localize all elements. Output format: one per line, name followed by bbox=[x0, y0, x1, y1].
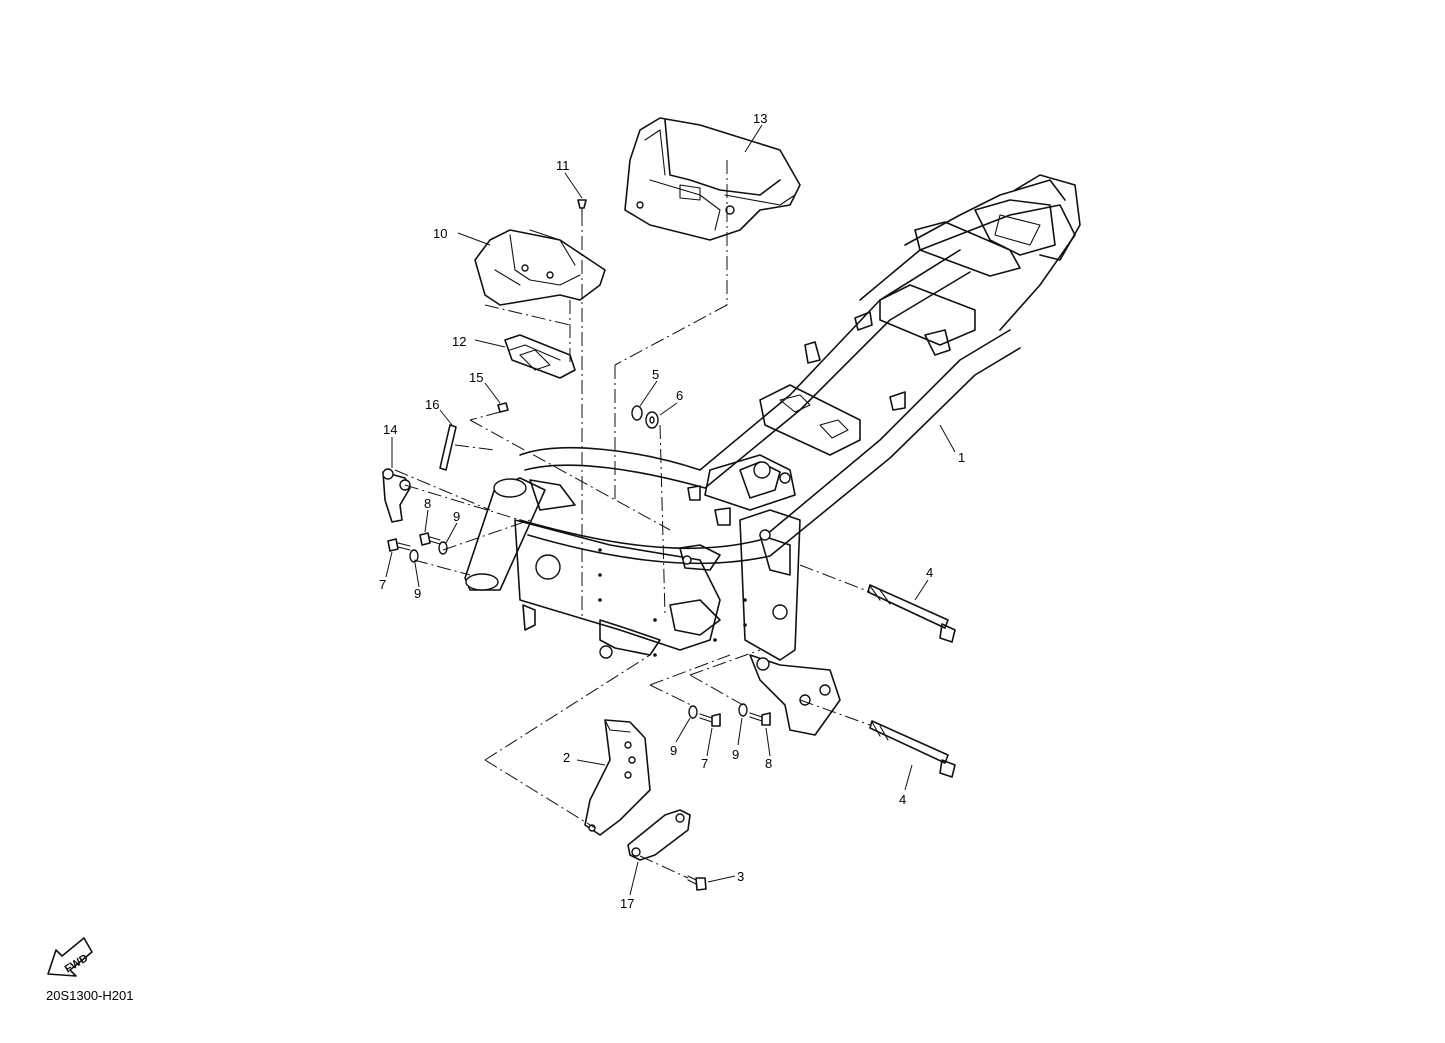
part-8-bolt-bottom bbox=[749, 712, 771, 726]
part-9-washer-bottom-right bbox=[738, 703, 748, 717]
callout-8-left: 8 bbox=[424, 496, 431, 511]
part-7-bolt-bottom bbox=[699, 713, 721, 727]
callout-1: 1 bbox=[958, 450, 965, 465]
callout-17: 17 bbox=[620, 896, 634, 911]
callout-4-upper: 4 bbox=[926, 565, 933, 580]
part-9-washer-bottom-left bbox=[688, 705, 698, 719]
part-3-bolt bbox=[687, 875, 707, 891]
callout-9-lower-left: 9 bbox=[414, 586, 421, 601]
callout-8-bottom: 8 bbox=[765, 756, 772, 771]
callout-15: 15 bbox=[469, 370, 483, 385]
diagram-code: 20S1300-H201 bbox=[46, 988, 134, 1003]
part-9-washer-lower-left bbox=[409, 549, 419, 563]
part-8-bolt-left bbox=[419, 532, 441, 546]
callout-9-upper-left: 9 bbox=[453, 509, 460, 524]
part-15-bolt bbox=[497, 402, 509, 413]
part-9-washer-upper-left bbox=[438, 541, 448, 555]
part-10-front-cover bbox=[474, 229, 606, 306]
part-2-bracket-plate bbox=[584, 719, 651, 836]
callout-3: 3 bbox=[737, 869, 744, 884]
callout-2: 2 bbox=[563, 750, 570, 765]
part-4-bolt-lower bbox=[869, 720, 956, 778]
callout-9-bottom-right: 9 bbox=[732, 747, 739, 762]
callout-10: 10 bbox=[433, 226, 447, 241]
part-12-bracket bbox=[504, 334, 576, 379]
callout-11: 11 bbox=[556, 158, 570, 173]
part-16-strip bbox=[439, 424, 457, 471]
part-13-rear-cover bbox=[624, 117, 801, 241]
callout-12: 12 bbox=[452, 334, 466, 349]
callout-14: 14 bbox=[383, 422, 397, 437]
callout-7-bottom: 7 bbox=[701, 756, 708, 771]
part-4-bolt-upper bbox=[867, 584, 956, 643]
callout-4-lower: 4 bbox=[899, 792, 906, 807]
part-14-bracket bbox=[382, 468, 411, 523]
fwd-arrow-icon: FWD bbox=[47, 937, 93, 977]
callout-5: 5 bbox=[652, 367, 659, 382]
callout-labels: 1 2 3 4 4 5 6 7 7 8 8 9 9 9 9 10 11 12 1… bbox=[379, 111, 965, 911]
main-frame bbox=[464, 174, 1081, 736]
part-17-bracket bbox=[627, 809, 691, 861]
callout-9-bottom-left: 9 bbox=[670, 743, 677, 758]
callout-7-left: 7 bbox=[379, 577, 386, 592]
callout-13: 13 bbox=[753, 111, 767, 126]
assembly-lines bbox=[394, 160, 871, 879]
part-11-clip bbox=[577, 199, 587, 213]
part-7-bolt-left bbox=[387, 538, 411, 552]
leader-lines bbox=[385, 124, 956, 896]
callout-6: 6 bbox=[676, 388, 683, 403]
part-6-washer bbox=[645, 411, 659, 429]
part-5-washer bbox=[631, 405, 643, 421]
callout-16: 16 bbox=[425, 397, 439, 412]
